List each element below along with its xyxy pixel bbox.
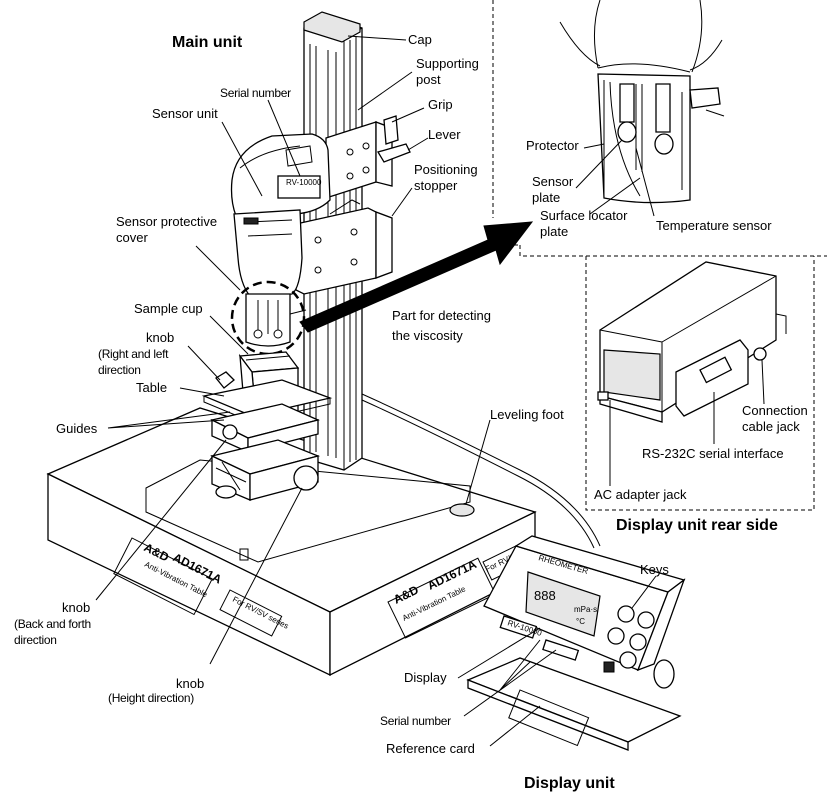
key-1[interactable] xyxy=(617,605,635,623)
label-knob-rl-2: (Right and left xyxy=(98,347,169,361)
label-display: Display xyxy=(404,670,447,685)
inset-detection-frame xyxy=(492,0,827,257)
positioning-stopper xyxy=(295,207,377,295)
carriage-assembly xyxy=(295,115,411,295)
label-knob-rl-1: knob xyxy=(146,330,174,345)
svg-text:°C: °C xyxy=(576,617,585,626)
grip xyxy=(383,115,399,145)
label-part-detecting-1: Part for detecting xyxy=(392,308,491,323)
display-rear-view xyxy=(597,261,787,423)
label-keys: Keys xyxy=(640,562,669,577)
label-lever: Lever xyxy=(428,127,461,142)
temperature-sensor xyxy=(689,87,721,109)
knob-right-left xyxy=(215,371,235,389)
label-cap: Cap xyxy=(408,32,432,47)
label-sensor-cover-2: cover xyxy=(116,230,148,245)
label-serial-number-top: Serial number xyxy=(220,86,291,100)
label-supporting-post-2: post xyxy=(416,72,441,87)
label-leveling-foot: Leveling foot xyxy=(490,407,564,422)
side-knob xyxy=(653,659,675,689)
key-4[interactable] xyxy=(629,633,647,651)
sensor-plate xyxy=(617,121,637,143)
sample-stage xyxy=(201,351,333,501)
label-sensor-plate-2: plate xyxy=(532,190,560,205)
display-screen xyxy=(525,571,601,637)
label-guides: Guides xyxy=(56,421,98,436)
heading-display-unit: Display unit xyxy=(524,775,615,792)
leader-lines xyxy=(95,35,765,747)
label-rs232c: RS-232C serial interface xyxy=(642,446,784,461)
label-temperature-sensor: Temperature sensor xyxy=(656,218,772,233)
label-surface-locator-2: plate xyxy=(540,224,568,239)
protector xyxy=(597,73,691,204)
heading-main-unit: Main unit xyxy=(172,34,243,51)
label-supporting-post-1: Supporting xyxy=(416,56,479,71)
reference-card xyxy=(508,689,590,747)
label-sensor-plate-1: Sensor xyxy=(532,174,574,189)
label-knob-bf-2: (Back and forth xyxy=(14,617,91,631)
label-table: Table xyxy=(136,380,167,395)
knob-height xyxy=(293,465,319,491)
rs232c-port xyxy=(699,356,733,384)
knob-back-forth xyxy=(222,424,238,440)
label-sensor-cover-1: Sensor protective xyxy=(116,214,217,229)
detection-area xyxy=(230,280,307,356)
sensor-unit: RV-10000 xyxy=(230,133,331,297)
display-readout: 888 xyxy=(534,588,556,603)
serial-number-plate xyxy=(277,175,321,199)
label-positioning-stopper-2: stopper xyxy=(414,178,458,193)
label-knob-h-1: knob xyxy=(176,676,204,691)
detail-arrow xyxy=(299,221,534,333)
label-connection-jack-2: cable jack xyxy=(742,419,800,434)
label-part-detecting-2: the viscosity xyxy=(392,328,463,343)
label-reference-card: Reference card xyxy=(386,741,475,756)
label-serial-number-display: Serial number xyxy=(380,714,451,728)
detection-detail xyxy=(559,0,725,204)
label-ac-adapter-jack: AC adapter jack xyxy=(594,487,687,502)
cable-jack xyxy=(753,347,767,361)
label-knob-h-2: (Height direction) xyxy=(108,691,194,705)
svg-text:mPa·s: mPa·s xyxy=(574,605,597,614)
display-unit: 888 mPa·s °C RHEOMETER RV-10000 xyxy=(466,535,686,751)
label-protector: Protector xyxy=(526,138,579,153)
label-positioning-stopper-1: Positioning xyxy=(414,162,478,177)
label-sensor-unit: Sensor unit xyxy=(152,106,218,121)
label-surface-locator-1: Surface locator xyxy=(540,208,628,223)
label-grip: Grip xyxy=(428,97,453,112)
key-2[interactable] xyxy=(637,611,655,629)
label-knob-rl-3: direction xyxy=(98,363,141,377)
inset-rear-frame xyxy=(585,256,815,511)
serial-number-tag xyxy=(542,639,580,661)
key-3[interactable] xyxy=(607,627,625,645)
base-label-right xyxy=(387,557,497,639)
base-label-left xyxy=(113,537,213,616)
key-5[interactable] xyxy=(619,651,637,669)
sensor-protective-cover xyxy=(233,209,303,297)
ac-adapter-jack xyxy=(597,391,609,401)
lever xyxy=(377,143,411,163)
surface-locator-plate xyxy=(655,83,671,133)
svg-text:RV-10000: RV-10000 xyxy=(286,178,322,187)
display-model-tag xyxy=(499,615,538,639)
label-connection-jack-1: Connection xyxy=(742,403,808,418)
heading-display-rear: Display unit rear side xyxy=(616,517,778,534)
cap xyxy=(303,11,361,43)
label-knob-bf-1: knob xyxy=(62,600,90,615)
leveling-foot xyxy=(449,503,475,517)
connection-cable xyxy=(361,393,601,549)
label-knob-bf-3: direction xyxy=(14,633,57,647)
label-sample-cup: Sample cup xyxy=(134,301,203,316)
